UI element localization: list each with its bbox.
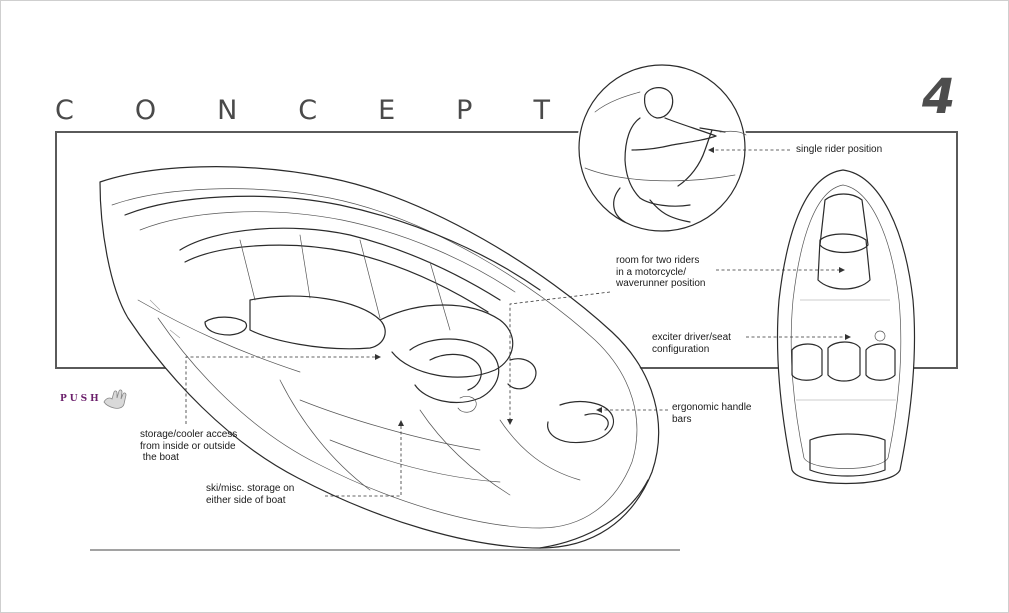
callout-exciter-configuration: exciter driver/seat configuration	[652, 332, 731, 355]
callout-ski-storage: ski/misc. storage on either side of boat	[206, 483, 294, 506]
callout-single-rider: single rider position	[796, 144, 882, 156]
hand-icon	[102, 388, 128, 410]
single-rider-illustration	[579, 65, 746, 231]
plan-view-sketch	[777, 170, 914, 484]
callout-handle-bars: ergonomic handle bars	[672, 402, 752, 425]
logo-text: PUSH	[60, 394, 102, 404]
callout-two-riders: room for two riders in a motorcycle/ wav…	[616, 255, 706, 290]
callout-storage-cooler: storage/cooler access from inside or out…	[140, 429, 237, 464]
push-logo: PUSH	[60, 388, 128, 410]
